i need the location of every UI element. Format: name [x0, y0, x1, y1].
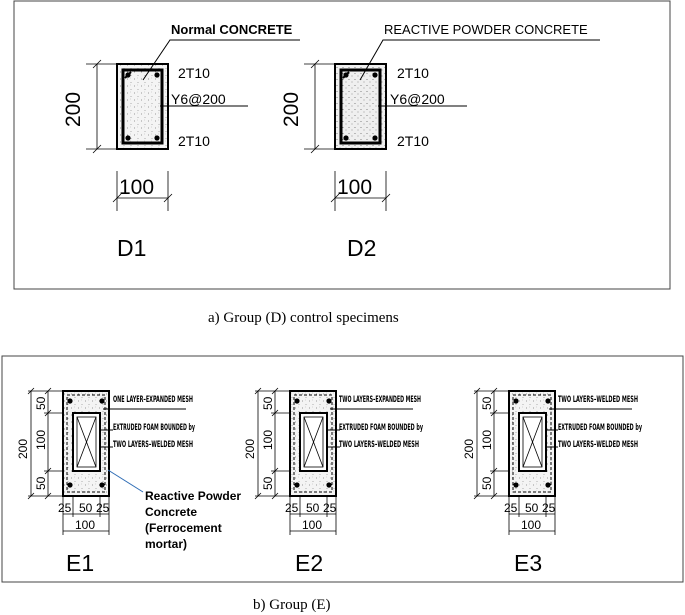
e2-specimen-label: E2	[295, 550, 323, 576]
e1-w-mid-label: 50	[79, 501, 93, 515]
e3-bar	[513, 482, 519, 488]
e1-bar	[67, 482, 73, 488]
e3-middle-height-label: 100	[480, 430, 494, 450]
e2-total-height-label: 200	[243, 439, 257, 459]
e2-bar	[326, 398, 332, 404]
specimen-e3: TWO LAYERS–WELDED MESH EXTRUDED FOAM BOU…	[462, 387, 642, 576]
group-d-caption: a) Group (D) control specimens	[208, 310, 399, 326]
e3-w-right-label: 25	[542, 501, 556, 515]
d1-bottom-bars-label: 2T10	[178, 133, 210, 149]
e3-bar	[545, 482, 551, 488]
d2-material-leader	[359, 39, 600, 81]
d1-top-bar	[154, 72, 160, 78]
d2-material-label: REACTIVE POWDER CONCRETE	[384, 22, 588, 37]
e2-bar	[294, 482, 300, 488]
d1-bottom-bar	[125, 135, 131, 141]
e2-note-3: TWO LAYERS–WELDED MESH	[339, 440, 419, 450]
e1-w-right-label: 25	[96, 501, 110, 515]
e1-bar	[99, 398, 105, 404]
e1-middle-height-label: 100	[34, 430, 48, 450]
rpc-note-line-3: (Ferrocement	[145, 521, 222, 535]
e2-width-dimensions	[289, 496, 337, 535]
e1-bar	[67, 398, 73, 404]
d1-stirrups-label: Y6@200	[171, 91, 226, 107]
e3-total-width-label: 100	[521, 518, 541, 532]
e3-height-dimensions	[473, 387, 509, 500]
e3-width-dimensions	[508, 496, 556, 535]
e3-total-height-label: 200	[462, 439, 476, 459]
e3-w-left-label: 25	[504, 501, 518, 515]
rpc-note-line-1: Reactive Powder	[145, 489, 241, 503]
specimen-d2: REACTIVE POWDER CONCRETE 2T10 Y6@200 2T1…	[280, 22, 600, 261]
rpc-note-line-2: Concrete	[145, 505, 197, 519]
d1-section	[116, 63, 169, 150]
e3-bar	[545, 398, 551, 404]
group-e-caption: b) Group (E)	[253, 597, 330, 613]
d2-top-bar	[372, 72, 378, 78]
e3-bar	[513, 398, 519, 404]
e2-bottom-height-label: 50	[261, 476, 275, 490]
group-e-frame	[1, 355, 684, 583]
d1-specimen-label: D1	[117, 235, 146, 261]
specimen-d1: Normal CONCRETE 2T10 Y6@200 2T10 200 100…	[62, 22, 300, 261]
e1-bottom-height-label: 50	[34, 476, 48, 490]
d1-top-bar	[125, 72, 131, 78]
e1-total-width-label: 100	[75, 518, 95, 532]
e2-middle-height-label: 100	[261, 430, 275, 450]
e3-note-2: EXTRUDED FOAM BOUNDED by	[558, 423, 642, 433]
e1-note-2: EXTRUDED FOAM BOUNDED by	[113, 423, 195, 433]
d1-height-dimension	[86, 59, 117, 154]
e1-section	[62, 390, 110, 497]
group-d-frame	[13, 0, 671, 290]
e3-w-mid-label: 50	[525, 501, 539, 515]
d1-material-leader	[142, 39, 300, 81]
rpc-note-line-4: mortar)	[145, 537, 187, 551]
e1-total-height-label: 200	[16, 439, 30, 459]
d1-height-label: 200	[62, 92, 85, 127]
d2-top-bars-label: 2T10	[397, 65, 429, 81]
e2-bar	[294, 398, 300, 404]
e2-bar	[326, 482, 332, 488]
specimen-e2: TWO LAYERS–EXPANDED MESH EXTRUDED FOAM B…	[243, 387, 423, 576]
e2-note-1: TWO LAYERS–EXPANDED MESH	[339, 395, 421, 405]
e3-note-1: TWO LAYERS–WELDED MESH	[558, 395, 638, 405]
d1-bottom-bar	[154, 135, 160, 141]
e1-height-dimensions	[27, 387, 63, 500]
d2-top-bar	[343, 72, 349, 78]
e1-width-dimensions	[62, 496, 110, 535]
e1-note-3: TWO LAYERS–WELDED MESH	[113, 440, 193, 450]
specimen-e1: ONE LAYER–EXPANDED MESH EXTRUDED FOAM BO…	[16, 387, 241, 576]
e2-w-right-label: 25	[323, 501, 337, 515]
d2-stirrups-label: Y6@200	[390, 91, 445, 107]
e2-top-height-label: 50	[261, 396, 275, 410]
e1-note-1: ONE LAYER–EXPANDED MESH	[113, 395, 193, 405]
d1-top-bars-label: 2T10	[178, 65, 210, 81]
d2-specimen-label: D2	[347, 235, 376, 261]
d2-height-label: 200	[280, 92, 303, 127]
e2-w-left-label: 25	[285, 501, 299, 515]
d1-width-label: 100	[119, 176, 154, 199]
d2-bottom-bar	[372, 135, 378, 141]
e3-bottom-height-label: 50	[480, 476, 494, 490]
e3-specimen-label: E3	[514, 550, 542, 576]
e1-specimen-label: E1	[66, 550, 94, 576]
e1-top-height-label: 50	[34, 396, 48, 410]
d2-bottom-bar	[343, 135, 349, 141]
d2-bottom-bars-label: 2T10	[397, 133, 429, 149]
d2-width-label: 100	[337, 176, 372, 199]
e2-note-2: EXTRUDED FOAM BOUNDED by	[339, 423, 423, 433]
e1-w-left-label: 25	[58, 501, 72, 515]
e3-top-height-label: 50	[480, 396, 494, 410]
rpc-note-leader	[107, 469, 144, 493]
e1-bar	[99, 482, 105, 488]
d1-width-dimension	[112, 171, 173, 211]
e2-total-width-label: 100	[302, 518, 322, 532]
d1-material-label: Normal CONCRETE	[171, 22, 293, 37]
e2-w-mid-label: 50	[306, 501, 320, 515]
e2-height-dimensions	[254, 387, 290, 500]
e3-note-3: TWO LAYERS–WELDED MESH	[558, 440, 638, 450]
d2-height-dimension	[304, 59, 335, 154]
d2-width-dimension	[330, 171, 391, 211]
